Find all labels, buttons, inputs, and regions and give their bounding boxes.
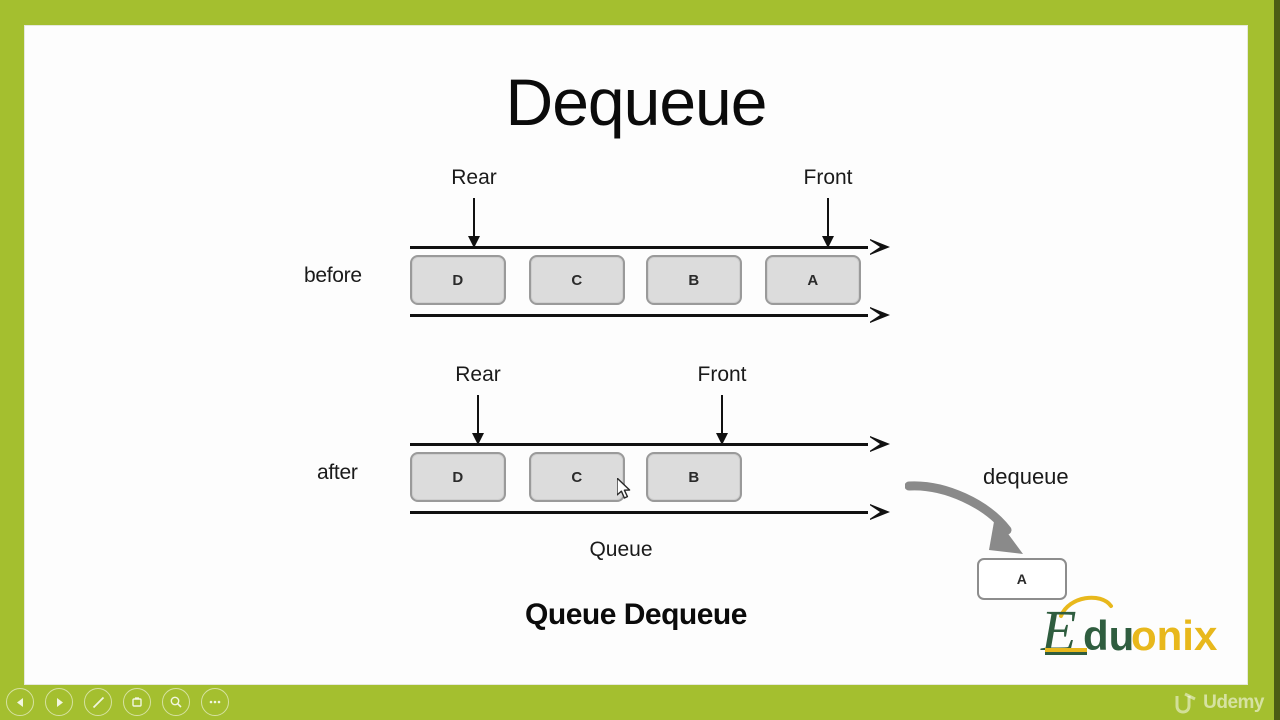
queue-box[interactable]: B (646, 452, 742, 502)
row-label-after: after (317, 461, 358, 484)
arrow-down-icon (716, 433, 728, 445)
arrow-down-icon (822, 236, 834, 248)
arrow-down-icon (468, 236, 480, 248)
slide-caption: Queue Dequeue (525, 598, 747, 631)
triangle-right-icon (56, 697, 63, 707)
camera-icon (132, 697, 142, 707)
queue-boxes-after: D C B (410, 452, 880, 504)
mouse-cursor (617, 478, 631, 499)
pointer-label: Front (803, 166, 853, 189)
dequeue-curved-arrow-icon (905, 481, 1023, 554)
udemy-logo-icon (1175, 692, 1196, 714)
previous-slide-button[interactable] (6, 688, 34, 716)
queue-rail-top (410, 443, 870, 446)
queue-rail-top (410, 246, 870, 249)
pen-tool-button[interactable] (84, 688, 112, 716)
dequeue-label: dequeue (983, 464, 1069, 489)
player-toolbar[interactable] (6, 688, 229, 716)
arrow-right-icon (868, 436, 890, 452)
queue-box[interactable]: D (410, 452, 506, 502)
pointer-stem (721, 395, 723, 435)
queue-caption: Queue (25, 538, 1247, 562)
pointer-label: Rear (455, 363, 501, 386)
arrow-right-icon (868, 504, 890, 520)
right-edge-accent (1274, 0, 1280, 720)
page-title: Dequeue (505, 65, 768, 139)
arrow-right-icon (868, 239, 890, 255)
queue-caption-text: Queue (589, 538, 653, 561)
queue-box[interactable]: C (529, 452, 625, 502)
zoom-tool-button[interactable] (162, 688, 190, 716)
magnifier-icon (170, 696, 182, 708)
camera-tool-button[interactable] (123, 688, 151, 716)
dequeued-element-box[interactable]: A (977, 558, 1067, 600)
slide-canvas: Dequeue before Rear Front D C B A after (25, 26, 1247, 684)
triangle-left-icon (16, 697, 23, 707)
queue-box[interactable]: D (410, 255, 506, 305)
queue-rail-bottom (410, 511, 870, 514)
arrow-right-icon (868, 307, 890, 323)
row-label-before: before (304, 264, 362, 287)
ellipsis-icon (209, 700, 221, 704)
pointer-stem (473, 198, 475, 238)
pen-icon (92, 696, 104, 708)
pointer-stem (827, 198, 829, 238)
udemy-watermark-text: Udemy (1203, 692, 1264, 713)
queue-boxes-before: D C B A (410, 255, 880, 307)
queue-box[interactable]: B (646, 255, 742, 305)
pointer-stem (477, 395, 479, 435)
arrow-down-icon (472, 433, 484, 445)
pointer-label: Rear (451, 166, 497, 189)
queue-box[interactable]: A (765, 255, 861, 305)
queue-rail-bottom (410, 314, 870, 317)
play-button[interactable] (45, 688, 73, 716)
eduonix-logo: E du onix (1039, 590, 1219, 663)
pointer-label: Front (697, 363, 747, 386)
svg-text:du: du (1083, 612, 1134, 659)
udemy-watermark: Udemy (1174, 692, 1264, 714)
queue-box[interactable]: C (529, 255, 625, 305)
more-options-button[interactable] (201, 688, 229, 716)
svg-text:onix: onix (1131, 612, 1218, 659)
